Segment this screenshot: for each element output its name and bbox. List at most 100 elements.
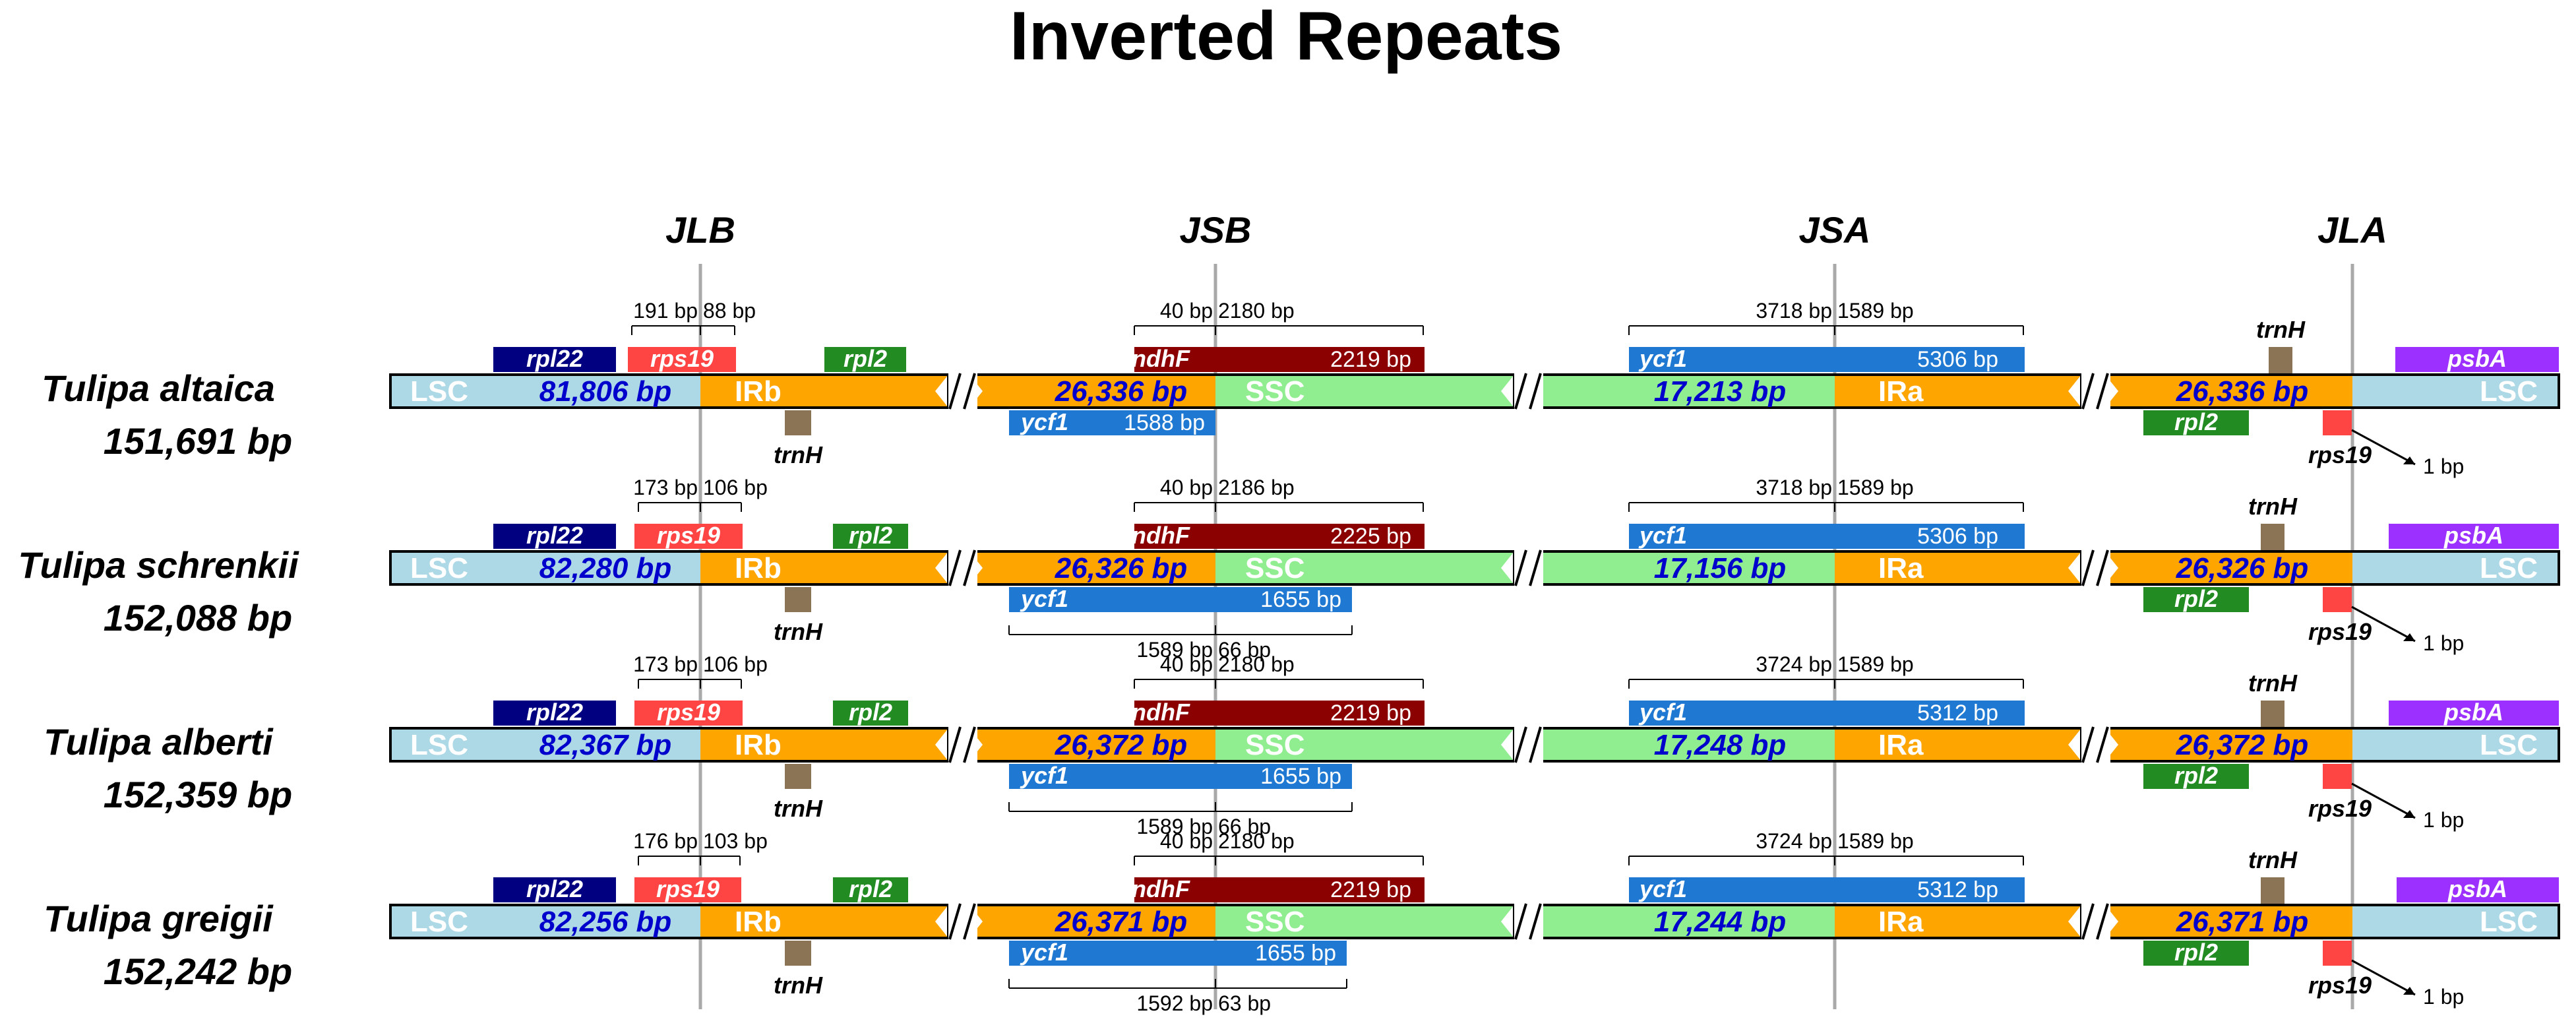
- region-irb: [700, 375, 948, 408]
- gene-label-trnh: trnH: [2248, 846, 2298, 873]
- region-length-ira: 26,336 bp: [2176, 375, 2309, 408]
- span-ndhf: [1134, 502, 1424, 512]
- gene-label-trnh: trnH: [2248, 670, 2298, 697]
- gene-length-ycf1: 5312 bp: [1917, 701, 1998, 726]
- gene-label-ycf1-fragment: ycf1: [1020, 585, 1068, 612]
- pointer-line: [2351, 782, 2416, 819]
- gene-label-ycf1-fragment: ycf1: [1020, 762, 1068, 789]
- region-length-lsc: 82,367 bp: [539, 729, 672, 761]
- gene-label-rpl2: rpl2: [843, 345, 887, 372]
- pointer-line: [2351, 606, 2416, 642]
- region-length-lsc: 82,256 bp: [539, 906, 672, 938]
- species-total-length: 151,691 bp: [104, 420, 292, 462]
- gene-label-ndhf: ndhF: [1132, 345, 1190, 372]
- gene-label-ndhf: ndhF: [1132, 875, 1190, 902]
- gene-trnh: [2269, 347, 2292, 373]
- span-ndhf-label-right: 2180 bp: [1218, 299, 1295, 323]
- gene-rpl22: [493, 701, 616, 726]
- span-rps19-jla-label: 1 bp: [2423, 808, 2464, 832]
- region-lsc-2: [2352, 728, 2559, 761]
- gene-length-ndhf: 2219 bp: [1330, 877, 1411, 902]
- gene-rpl2: [833, 877, 908, 902]
- gene-label-ndhf: ndhF: [1132, 522, 1190, 549]
- span-ycf1-label-right: 1589 bp: [1837, 829, 1914, 853]
- gene-rpl2: [833, 524, 908, 549]
- region-label-ssc: SSC: [1245, 552, 1304, 584]
- gene-label-rpl2: rpl2: [849, 699, 892, 726]
- gene-label-trnh: trnH: [2248, 493, 2298, 520]
- break-mark: [2081, 372, 2110, 410]
- gene-psba: [2397, 877, 2559, 902]
- region-length-ssc: 17,213 bp: [1654, 375, 1787, 408]
- gene-trnh: [2261, 701, 2285, 727]
- species-total-length: 152,088 bp: [104, 597, 292, 639]
- junction-label-jlb: JLB: [665, 209, 735, 251]
- region-label-lsc: LSC: [2480, 552, 2538, 584]
- species-name: Tulipa schrenkii: [18, 544, 299, 586]
- gene-label-psba: psbA: [2443, 522, 2503, 549]
- region-length-irb: 26,371 bp: [1055, 906, 1188, 938]
- gene-length-ycf1-fragment: 1655 bp: [1255, 941, 1336, 966]
- region-label-irb: IRb: [735, 375, 782, 408]
- gene-label-rps19: rps19: [657, 522, 720, 549]
- region-length-lsc: 82,280 bp: [539, 552, 672, 584]
- gene-rpl2: [824, 347, 906, 372]
- gene-trnh: [2261, 524, 2285, 550]
- region-ira: [1835, 905, 2081, 938]
- gene-label-trnh: trnH: [774, 795, 823, 822]
- region-label-lsc: LSC: [410, 552, 468, 584]
- span-ycf1-fragment: [1008, 802, 1353, 812]
- pointer-arrowhead: [2403, 456, 2415, 464]
- span-ycf1-fragment-label-right: 66 bp: [1218, 638, 1271, 662]
- gene-rps19: [2323, 941, 2352, 966]
- gene-psba: [2389, 701, 2559, 726]
- gene-label-trnh: trnH: [2256, 316, 2306, 343]
- gene-psba: [2389, 524, 2559, 549]
- gene-rpl2: [2143, 410, 2249, 435]
- span-rps19-label-right: 88 bp: [703, 299, 756, 323]
- region-label-irb: IRb: [735, 729, 782, 761]
- gene-label-rps19: rps19: [650, 345, 714, 372]
- gene-length-ycf1-fragment: 1655 bp: [1260, 764, 1341, 789]
- gene-label-rps19: rps19: [2308, 795, 2372, 822]
- gene-length-ycf1-fragment: 1588 bp: [1124, 410, 1205, 435]
- span-ndhf-label-right: 2180 bp: [1218, 829, 1295, 853]
- gene-ndhf: [1134, 347, 1425, 372]
- region-irb-2: [969, 375, 1215, 408]
- region-ssc-2: [1538, 905, 1835, 938]
- span-ycf1-label-right: 1589 bp: [1837, 652, 1914, 676]
- break-mark: [2081, 549, 2110, 587]
- gene-label-rps19: rps19: [657, 699, 720, 726]
- region-label-ssc: SSC: [1245, 375, 1304, 408]
- span-rps19-jla-label: 1 bp: [2423, 454, 2464, 478]
- region-irb-2: [969, 551, 1215, 584]
- span-ycf1-label-left: 3724 bp: [1756, 652, 1832, 676]
- region-ssc-2: [1538, 375, 1835, 408]
- gene-label-rpl2: rpl2: [849, 522, 892, 549]
- gene-trnh: [785, 587, 811, 612]
- break-mark: [948, 902, 977, 941]
- gene-label-trnh: trnH: [774, 441, 823, 468]
- break-mark: [2081, 726, 2110, 764]
- span-ycf1-label-left: 3718 bp: [1756, 299, 1832, 323]
- diagram-title: Inverted Repeats: [1010, 0, 1562, 75]
- pointer-arrowhead: [2403, 810, 2415, 818]
- region-ssc: [1215, 375, 1514, 408]
- gene-label-ycf1: ycf1: [1638, 875, 1687, 902]
- gene-label-rps19: rps19: [2308, 441, 2372, 468]
- region-ira: [1835, 375, 2081, 408]
- region-irb: [700, 551, 948, 584]
- region-lsc-2: [2352, 375, 2559, 408]
- region-lsc: [390, 375, 700, 408]
- span-ndhf: [1134, 679, 1424, 689]
- gene-length-ndhf: 2219 bp: [1330, 347, 1411, 372]
- region-irb-2: [969, 905, 1215, 938]
- span-rps19-jla-label: 1 bp: [2423, 631, 2464, 655]
- gene-label-ycf1-fragment: ycf1: [1020, 939, 1068, 966]
- gene-label-rpl2: rpl2: [2174, 939, 2218, 966]
- span-rps19-label-left: 176 bp: [633, 829, 698, 853]
- span-rps19-label-left: 173 bp: [633, 652, 698, 676]
- region-ira-2: [2105, 905, 2352, 938]
